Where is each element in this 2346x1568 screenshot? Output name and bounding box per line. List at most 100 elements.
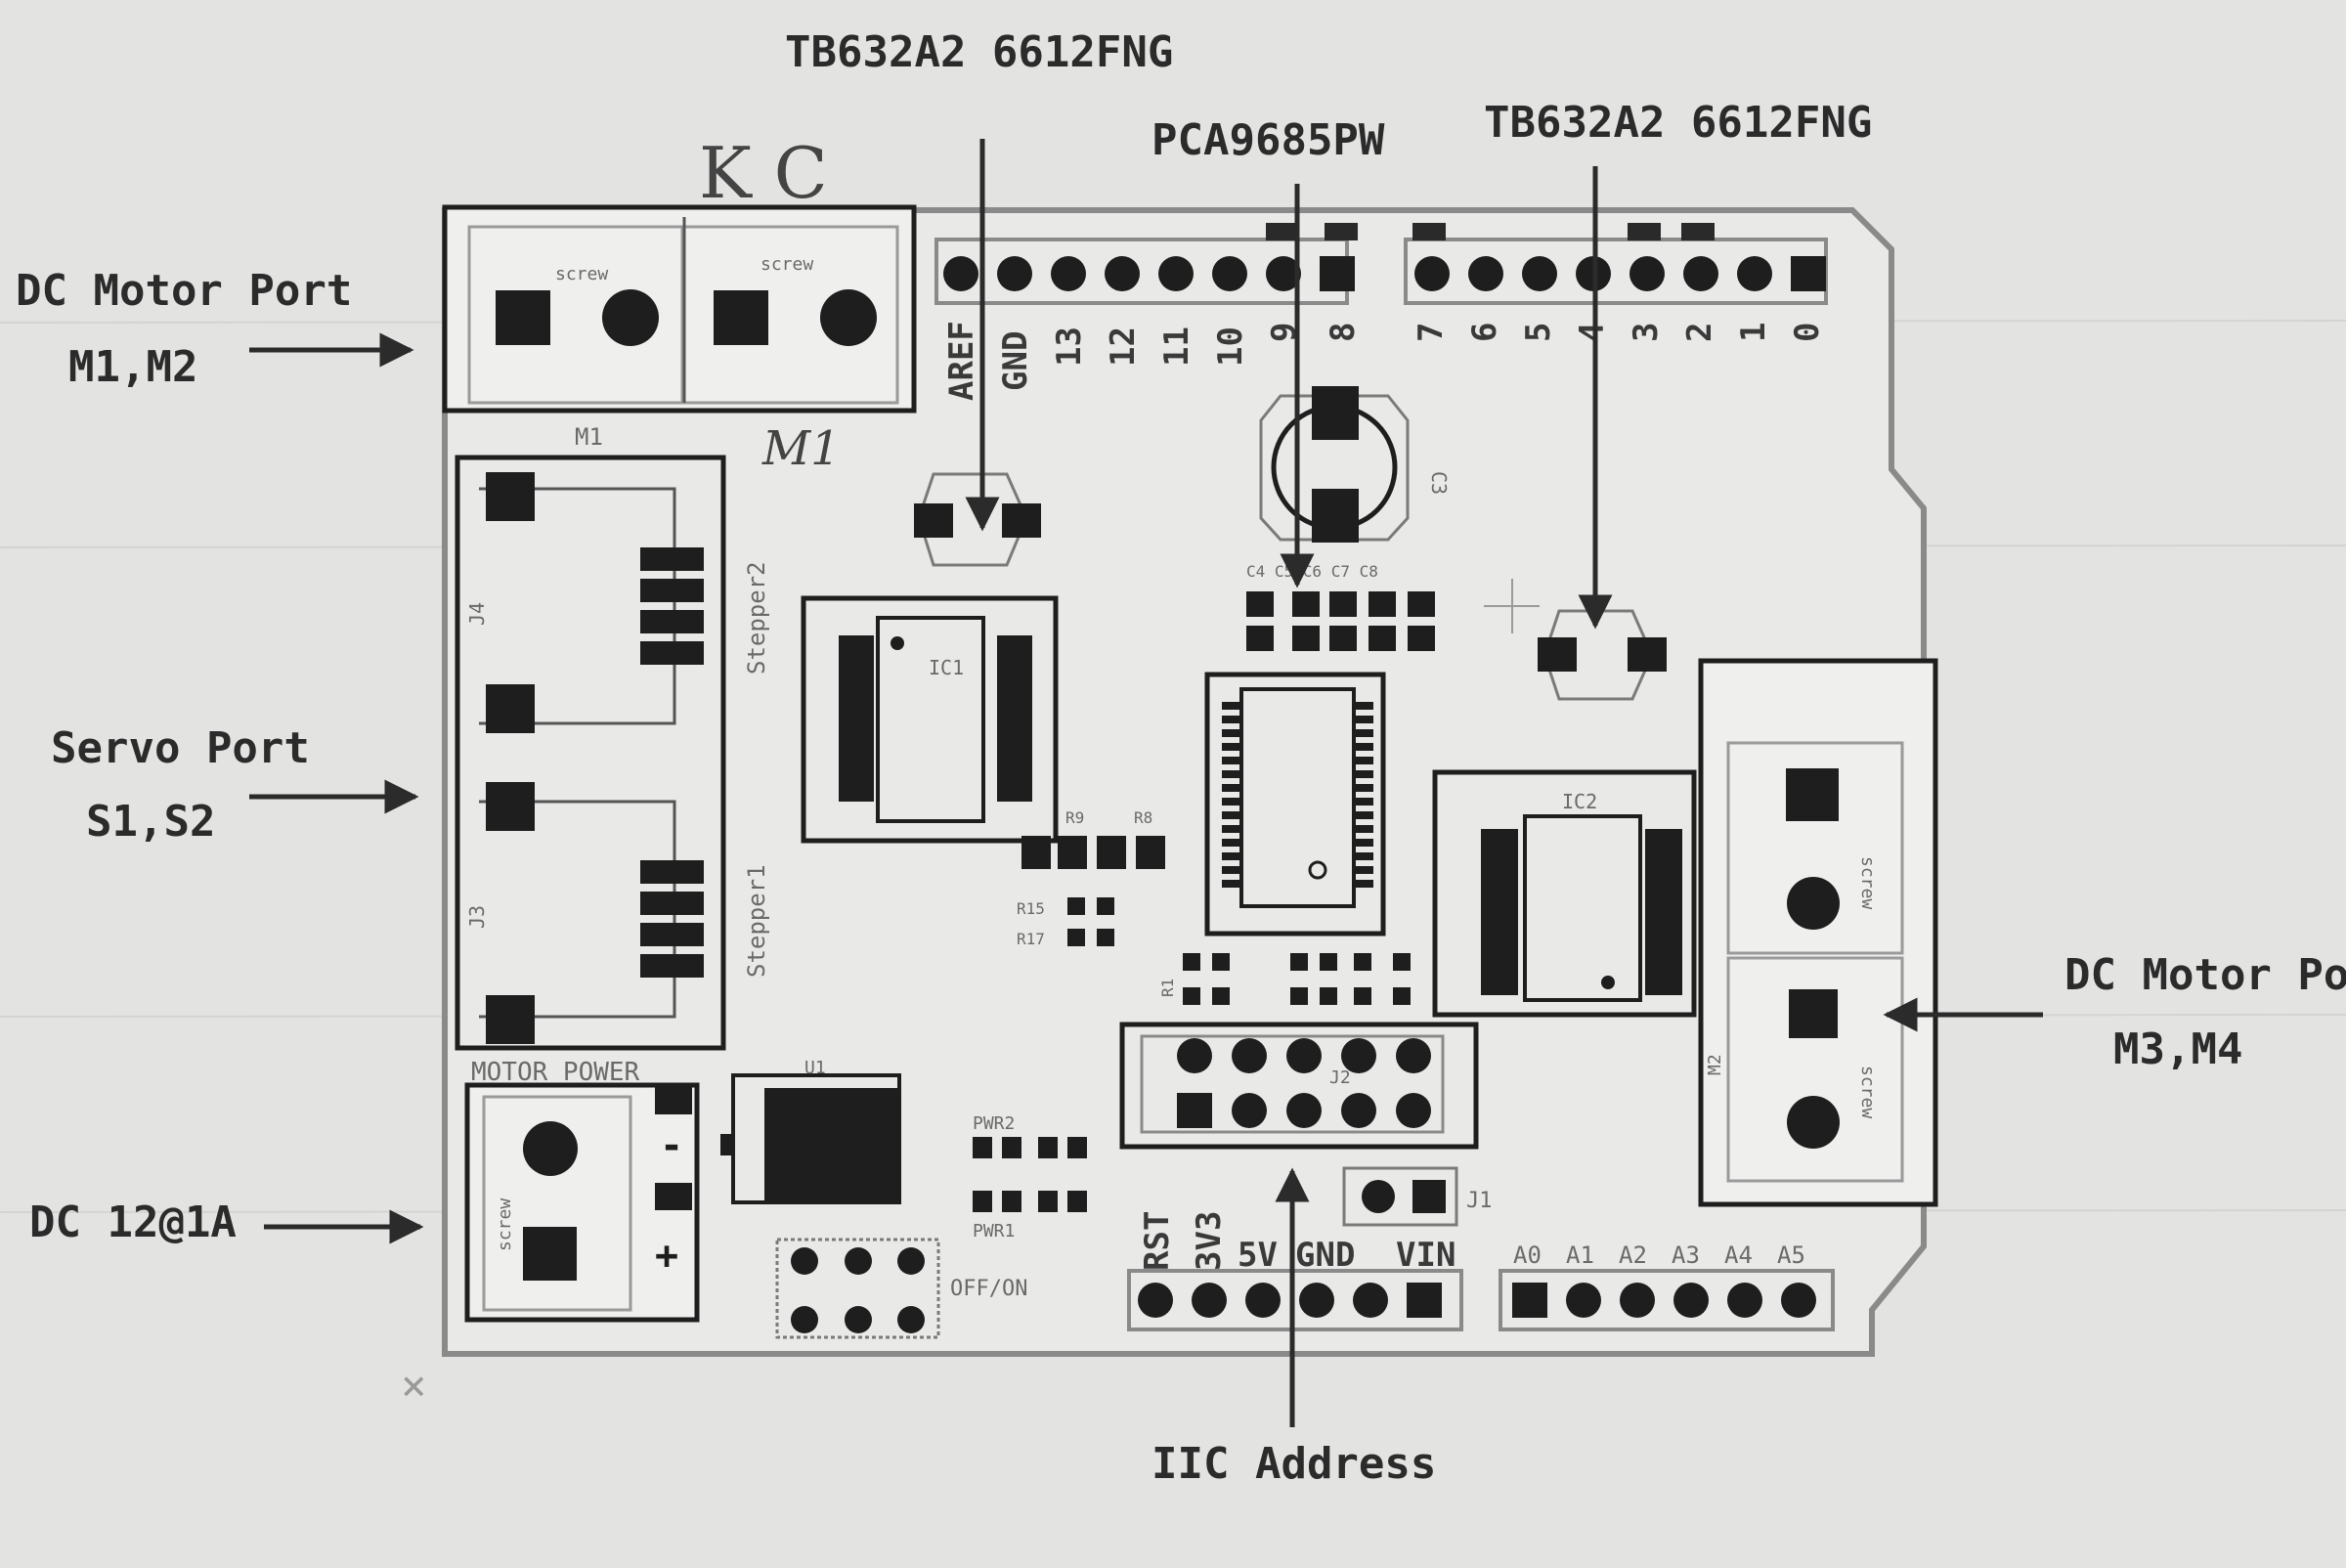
pin-label-a4: A4 <box>1724 1241 1753 1269</box>
analog-pin-dots <box>1512 1283 1816 1318</box>
silk-m2: M2 <box>1705 1054 1725 1075</box>
pin-label-a2: A2 <box>1619 1241 1647 1269</box>
chip-leg <box>1222 784 1241 792</box>
power-pin <box>1407 1283 1442 1318</box>
pin-label-5v: 5V <box>1238 1236 1278 1275</box>
power-pin <box>1192 1283 1227 1318</box>
silk-j1: J1 <box>1466 1189 1493 1213</box>
chip-leg <box>1354 716 1373 723</box>
header-pin <box>1266 256 1301 291</box>
chip-leg <box>1354 839 1373 847</box>
silk-ic1: IC1 <box>929 656 964 679</box>
pin-label-6: 6 <box>1465 323 1504 342</box>
silk-c3: C3 <box>1427 471 1451 495</box>
header-pin <box>1051 256 1086 291</box>
chip-leg <box>1354 811 1373 819</box>
silk-motor-power: MOTOR POWER <box>471 1058 640 1087</box>
silk-r1: R1 <box>1158 979 1177 997</box>
analog-pin <box>1727 1283 1762 1318</box>
chip-leg <box>1222 716 1241 723</box>
chip-leg <box>1222 825 1241 833</box>
u1-regulator <box>720 1073 901 1204</box>
pin-label-1: 1 <box>1734 323 1773 342</box>
analog-pin <box>1566 1283 1601 1318</box>
pin-label-2: 2 <box>1680 323 1719 342</box>
pwr-pads <box>973 1137 1087 1212</box>
label-iic-address: IIC Address <box>1151 1439 1436 1489</box>
chip-leg <box>1222 702 1241 710</box>
ic2-motor-driver <box>1432 769 1697 1018</box>
pin-label-0: 0 <box>1788 323 1827 342</box>
silk-j3: J3 <box>465 905 489 929</box>
chip-leg <box>1222 811 1241 819</box>
pin-label-9: 9 <box>1265 323 1304 342</box>
silk-stepper1: Stepper1 <box>743 864 770 978</box>
label-power-in: DC 12@1A <box>29 1198 237 1247</box>
header-pin <box>1468 256 1503 291</box>
silk-c4-c8: C4 C5 C6 C7 C8 <box>1246 562 1378 581</box>
analog-pin <box>1781 1283 1816 1318</box>
chip-leg <box>1354 784 1373 792</box>
pin-label-gnd-power: GND <box>1295 1236 1355 1275</box>
analog-pin <box>1512 1283 1547 1318</box>
pin-label-8: 8 <box>1324 323 1363 342</box>
silk-screw-m1b: screw <box>760 254 813 275</box>
chip-leg <box>1222 757 1241 764</box>
analog-pin <box>1620 1283 1655 1318</box>
header-pin <box>1414 256 1450 291</box>
chip-leg <box>1222 852 1241 860</box>
capacitor-c3 <box>1259 386 1410 543</box>
chip-leg <box>1354 770 1373 778</box>
header-pin <box>1320 256 1355 291</box>
chip-leg <box>1354 825 1373 833</box>
transistor-left <box>914 472 1041 567</box>
pin-label-a0: A0 <box>1513 1241 1542 1269</box>
chip-leg <box>1354 852 1373 860</box>
pin-label-a5: A5 <box>1777 1241 1805 1269</box>
silk-m1: M1 <box>575 423 603 451</box>
silk-ic2: IC2 <box>1562 790 1597 813</box>
svg-text:-: - <box>660 1123 683 1168</box>
chip-leg <box>1354 729 1373 737</box>
header-pin <box>1158 256 1194 291</box>
callout-arrows <box>249 139 2043 1427</box>
power-pin <box>1138 1283 1173 1318</box>
pin-label-3: 3 <box>1627 323 1666 342</box>
pencil-x-mark: × <box>401 1361 427 1411</box>
label-dc-motor-right-sub: M3,M4 <box>2113 1024 2242 1074</box>
silk-u1: U1 <box>804 1058 826 1078</box>
pin-label-a1: A1 <box>1566 1241 1594 1269</box>
pin-label-13: 13 <box>1050 327 1089 367</box>
silk-j4: J4 <box>465 602 489 626</box>
silk-screw-m3: screw <box>1857 856 1878 909</box>
label-dc-motor-left-title: DC Motor Port <box>16 266 352 316</box>
label-servo-title: Servo Port <box>51 723 310 773</box>
header-top-pads <box>1266 223 1715 240</box>
label-tb-left: TB632A2 6612FNG <box>785 27 1173 77</box>
silk-screw-power: screw <box>495 1198 515 1251</box>
silk-pwr1: PWR1 <box>973 1221 1015 1241</box>
chip-leg <box>1222 880 1241 888</box>
chip-leg <box>1354 880 1373 888</box>
chip-leg <box>1354 866 1373 874</box>
header-pin <box>1629 256 1665 291</box>
header-pin <box>997 256 1032 291</box>
off-on-switch <box>775 1238 940 1339</box>
capacitor-pads-c4-c8 <box>1246 591 1435 651</box>
svg-text:+: + <box>655 1234 678 1279</box>
silk-r15: R15 <box>1017 899 1045 918</box>
label-dc-motor-left-sub: M1,M2 <box>68 342 197 392</box>
digital-pin-dots-right <box>1414 256 1826 291</box>
header-pin <box>1212 256 1247 291</box>
resistor-pads-r8-r9 <box>1021 836 1165 869</box>
power-pin <box>1299 1283 1334 1318</box>
label-tb-right: TB632A2 6612FNG <box>1484 98 1872 148</box>
transistor-right <box>1484 579 1667 701</box>
pca9685-legs <box>1222 702 1373 888</box>
chip-leg <box>1222 839 1241 847</box>
silk-off-on: OFF/ON <box>950 1277 1027 1301</box>
pin-label-12: 12 <box>1104 327 1143 367</box>
silk-r9: R9 <box>1065 808 1084 827</box>
chip-leg <box>1222 729 1241 737</box>
